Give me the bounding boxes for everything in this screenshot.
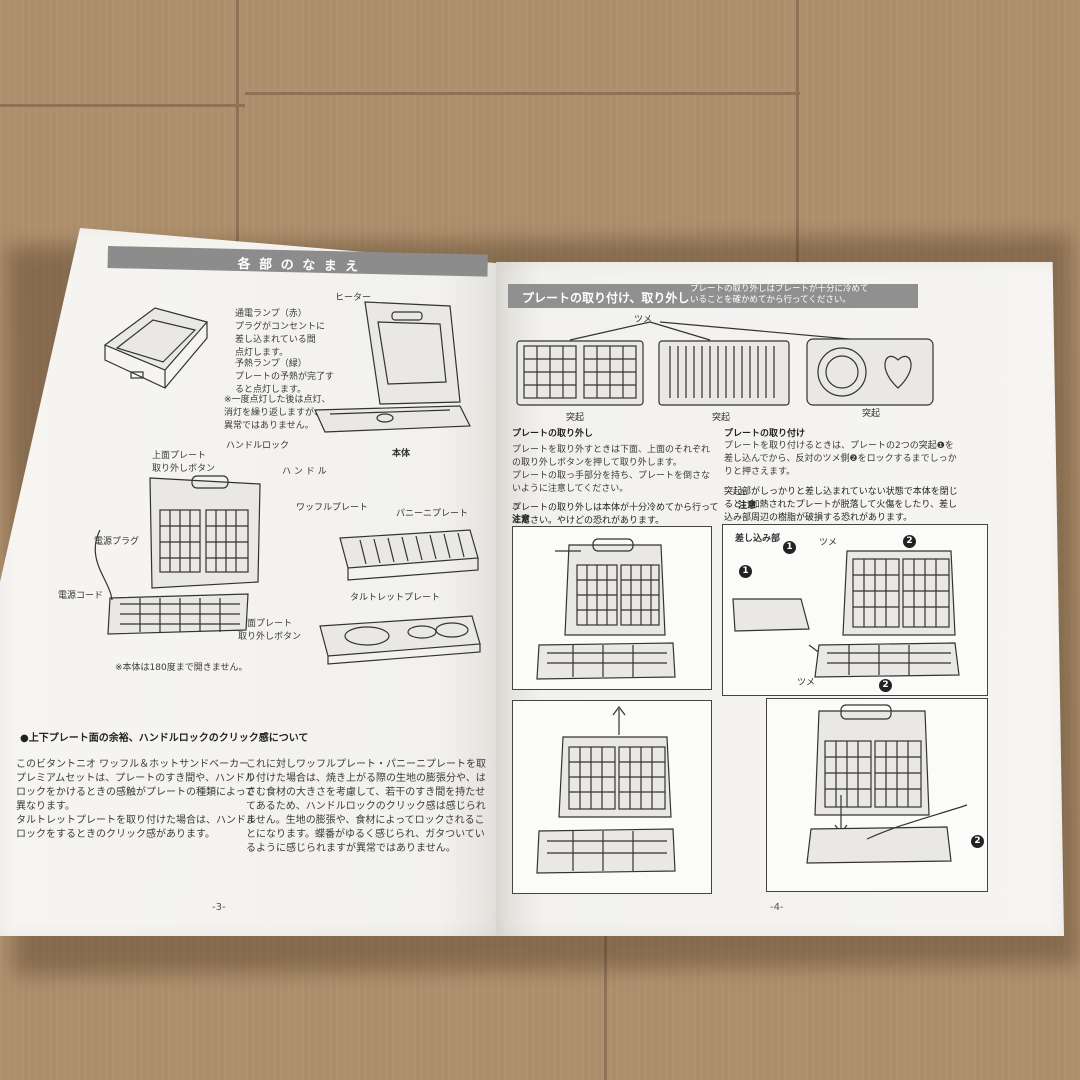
tartlet-plate-topview	[806, 338, 934, 406]
cardboard-seam	[796, 0, 799, 262]
tsume-top-label: ツメ	[634, 315, 653, 325]
attach-caution-label: ⚠ 注意	[738, 474, 756, 513]
tartlet-plate-illustration	[319, 615, 481, 665]
cardboard-seam	[245, 92, 800, 95]
open-body-illustration	[314, 301, 471, 433]
body-label: 本体	[392, 449, 411, 459]
remove-caution-label: ⚠ 注意	[512, 488, 530, 527]
remove-step1-box	[512, 526, 712, 690]
cardboard-seam	[0, 104, 245, 107]
right-page-title: プレートの取り付け、取り外し	[522, 291, 690, 305]
attach-caution-title: 注意	[738, 501, 757, 511]
paragraph-left: このビタントニオ ワッフル＆ホットサンドベーカー プレミアムセットは、プレートの…	[16, 759, 256, 840]
step-number-1: 1	[783, 541, 796, 554]
remove-step2-illustration	[536, 706, 676, 874]
insert-part-label: 差し込み部	[735, 534, 781, 544]
cardboard-seam	[236, 0, 239, 250]
lower-release-label: 下面プレート 取り外しボタン	[238, 619, 302, 642]
remove-text: プレートを取り外すときは下面、上面のそれぞれ の取り外しボタンを押して取り外しま…	[512, 445, 711, 494]
tokki-label-3: 突起	[862, 409, 881, 419]
cardboard-seam	[604, 936, 607, 1080]
heater-label: ヒーター	[335, 293, 372, 303]
step-number-2c: 2	[971, 835, 984, 848]
power-cord-label: 電源コード	[58, 591, 104, 601]
step-number-1b: 1	[739, 565, 752, 578]
waffle-plate-label: ワッフルプレート	[296, 503, 369, 513]
tokki-label-1: 突起	[566, 413, 585, 423]
step-number-2b: 2	[879, 679, 892, 692]
remove-caution-text: プレートの取り外しは本体が十分冷めてから行って ください。やけどの恐れがあります…	[512, 503, 719, 526]
lamp-red-label: 通電ランプ（赤） プラグがコンセントに 差し込まれている間 点灯します。	[235, 309, 326, 358]
left-page-title: 各 部 の な ま え	[237, 256, 361, 275]
upper-release-label: 上面プレート 取り外しボタン	[152, 451, 216, 474]
section-heading: ●上下プレート面の余裕、ハンドルロックのクリック感について	[20, 733, 309, 744]
tartlet-plate-label: タルトレットプレート	[350, 593, 441, 603]
attach-step2-box: 2	[766, 698, 988, 892]
left-page-number: -3-	[212, 902, 226, 913]
remove-step1-illustration	[536, 538, 676, 680]
attach-heading: プレートの取り付け	[724, 429, 806, 439]
step-number-2: 2	[903, 535, 916, 548]
lamp-note: ※一度点灯した後は点灯、 消灯を繰り返しますが、 異常ではありません。	[224, 395, 331, 431]
warning-icon: ⚠	[512, 502, 521, 512]
warning-icon: ⚠	[738, 488, 747, 498]
tsume-label-bottom: ツメ	[797, 678, 816, 688]
right-title-note: プレートの取り外しはプレートが十分に冷めて いることを確かめてから行ってください…	[690, 284, 869, 305]
handle-label: ハ ン ド ル	[282, 467, 327, 477]
tsume-pointer-lines	[569, 321, 861, 341]
tokki-label-2: 突起	[712, 413, 731, 423]
attach-caution-text: 突起部がしっかりと差し込まれていない状態で本体を閉じ ると、加熱されたプレートが…	[724, 487, 958, 523]
waffle-plate-topview	[516, 340, 644, 406]
attach-text: プレートを取り付けるときは、プレートの2つの突起❶を 差し込んでから、反対のツメ…	[724, 441, 957, 477]
closed-waffle-maker-illustration	[103, 307, 209, 389]
attach-step1-box: 差し込み部 ツメ ツメ 1 1 2 2	[722, 524, 988, 696]
paragraph-right: これに対しワッフルプレート・パニーニプレートを取 り付けた場合は、焼き上がる際の…	[246, 759, 486, 854]
panini-plate-illustration	[339, 529, 479, 581]
open-waffle-maker-illustration	[94, 475, 261, 635]
lamp-green-label: 予熱ランプ（緑） プレートの予熱が完了す ると点灯します。	[235, 359, 335, 395]
right-page-number: -4-	[770, 902, 784, 913]
attach-step2-illustration	[806, 704, 968, 864]
attach-step1-illustration	[732, 550, 960, 678]
panini-plate-label: パニーニプレート	[396, 509, 469, 519]
open-angle-note: ※本体は180度まで開きません。	[115, 663, 248, 673]
panini-plate-topview	[658, 340, 790, 406]
remove-heading: プレートの取り外し	[512, 429, 594, 439]
handle-lock-label: ハンドルロック	[226, 441, 290, 451]
remove-caution-title: 注意	[512, 515, 531, 525]
right-page-title-bar: プレートの取り付け、取り外し	[508, 284, 918, 308]
power-plug-label: 電源プラグ	[94, 537, 140, 547]
tsume-label-top: ツメ	[819, 538, 838, 548]
remove-step2-box	[512, 700, 712, 894]
